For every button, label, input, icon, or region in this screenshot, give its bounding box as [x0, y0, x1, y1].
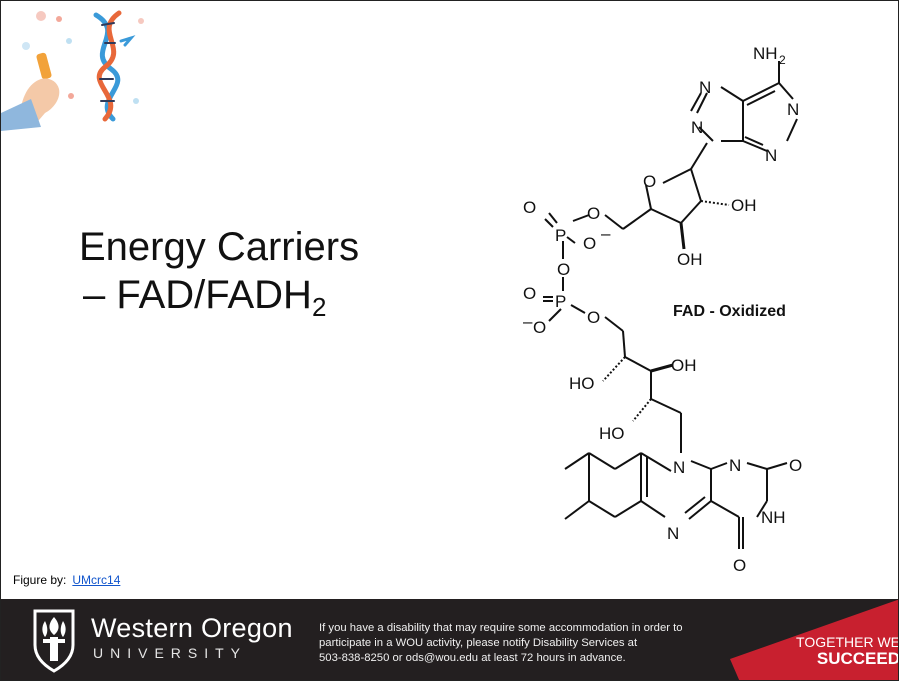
tagline-red-band	[730, 599, 898, 680]
atom-p: P	[555, 226, 566, 245]
notice-line: participate in a WOU activity, please no…	[319, 637, 638, 649]
dna-helix-icon	[93, 10, 136, 122]
atom-o: O	[733, 556, 746, 575]
atom-oh: OH	[677, 250, 703, 269]
title-line-2-text: – FAD/FADH	[83, 273, 312, 317]
atom-n: N	[673, 458, 685, 477]
atom-o: O	[533, 318, 546, 337]
wou-torch-shield-icon	[33, 609, 75, 673]
atom-o: O	[583, 234, 596, 253]
atom-nh: NH	[761, 508, 786, 527]
disability-notice: If you have a disability that may requir…	[319, 621, 759, 666]
atom-minus: –	[523, 312, 533, 331]
atom-n: N	[729, 456, 741, 475]
atom-nh2-sub: 2	[779, 53, 786, 67]
footer-bar: Western Oregon UNIVERSITY If you have a …	[1, 599, 899, 680]
tagline-line-1: TOGETHER WE	[796, 634, 899, 650]
notice-line: 503-838-8250 or ods@wou.edu at least 72 …	[319, 652, 626, 664]
slide-title: Energy Carriers – FAD/FADH2	[79, 223, 439, 322]
atom-nh2: NH	[753, 44, 778, 63]
notice-line: If you have a disability that may requir…	[319, 622, 683, 634]
atom-o: O	[789, 456, 802, 475]
atom-n: N	[667, 524, 679, 543]
atom-oh: OH	[731, 196, 757, 215]
atom-o: O	[587, 204, 600, 223]
atom-o: O	[643, 172, 656, 191]
tagline-line-2: SUCCEED	[816, 649, 899, 668]
credit-prefix: Figure by:	[13, 573, 67, 587]
fad-structure-diagram: NH 2 N N N N O OH OH O O P O – O O P O O…	[523, 44, 802, 575]
atom-minus: –	[601, 224, 611, 243]
title-line-1: Energy Carriers	[79, 225, 360, 269]
atom-ho: HO	[599, 424, 625, 443]
figure-credit: Figure by: UMcrc14	[13, 573, 120, 587]
atom-n: N	[765, 146, 777, 165]
credit-link[interactable]: UMcrc14	[72, 573, 121, 587]
atom-n: N	[787, 100, 799, 119]
atom-n: N	[699, 78, 711, 97]
hand-with-test-tube-icon	[1, 52, 60, 131]
title-subscript: 2	[311, 292, 327, 322]
atom-p: P	[555, 292, 566, 311]
title-line-2: – FAD/FADH2	[79, 271, 439, 322]
tagline: TOGETHER WE SUCCEED	[790, 634, 899, 668]
atom-o: O	[557, 260, 570, 279]
dna-decoration	[1, 10, 144, 131]
fad-oxidized-label: FAD - Oxidized	[673, 303, 786, 320]
atom-ho: HO	[569, 374, 595, 393]
atom-oh: OH	[671, 356, 697, 375]
atom-o: O	[523, 198, 536, 217]
university-name: Western Oregon	[91, 613, 293, 643]
atom-o: O	[587, 308, 600, 327]
university-sub: UNIVERSITY	[93, 645, 248, 661]
atom-o: O	[523, 284, 536, 303]
atom-n: N	[691, 118, 703, 137]
